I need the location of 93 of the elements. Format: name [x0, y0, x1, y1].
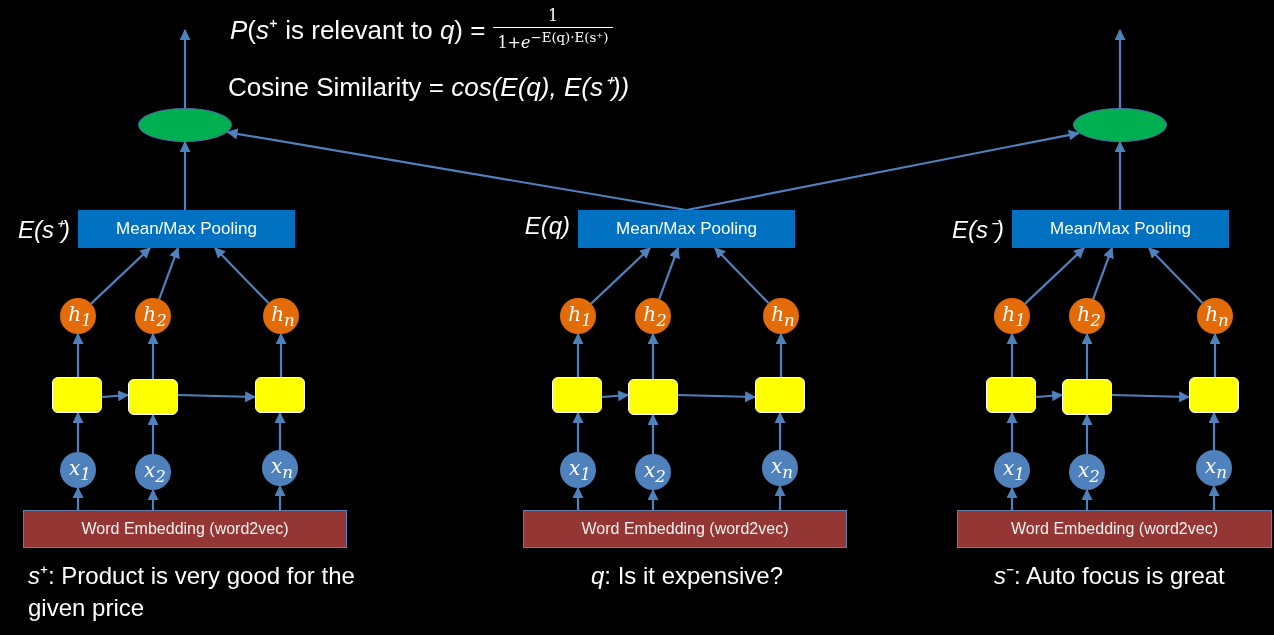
arrow	[72, 486, 84, 510]
probability-formula: P(s⁺ is relevant to q) =	[230, 14, 486, 48]
rnn-cell	[128, 379, 178, 415]
input-node: x$_{n}$	[262, 450, 298, 486]
arrow	[1035, 390, 1064, 402]
arrow	[572, 486, 584, 510]
arrow	[179, 28, 191, 108]
arrow	[1114, 28, 1126, 108]
arrow	[275, 332, 287, 377]
arrow	[90, 247, 151, 305]
hidden-state-node: h$_{1}$	[994, 298, 1030, 334]
pooling-box: Mean/Max Pooling	[78, 210, 295, 248]
embedding-label: E(s⁺)	[18, 215, 70, 245]
pooling-box: Mean/Max Pooling	[1012, 210, 1229, 248]
arrow	[72, 332, 84, 377]
input-node: x$_{2}$	[135, 454, 171, 490]
arrow	[1111, 391, 1191, 403]
similarity-node	[1073, 108, 1167, 142]
arrow	[601, 390, 630, 402]
embedding-box: Word Embedding (word2vec)	[23, 510, 347, 548]
arrow	[658, 246, 680, 300]
arrow	[177, 391, 257, 403]
arrow	[647, 413, 659, 454]
arrow	[1114, 140, 1126, 210]
arrow	[147, 332, 159, 379]
cosine-formula: Cosine Similarity = cos(E(q), E(s⁺))	[228, 71, 630, 104]
arrow	[274, 411, 286, 450]
arrow	[572, 411, 584, 452]
arrow	[714, 247, 770, 304]
rnn-cell	[1062, 379, 1112, 415]
similarity-node	[138, 108, 232, 142]
arrow	[1208, 411, 1220, 450]
arrow	[1081, 332, 1093, 379]
arrow	[1006, 332, 1018, 377]
arrow	[1006, 411, 1018, 452]
hidden-state-node: h$_{1}$	[60, 298, 96, 334]
rnn-cell	[255, 377, 305, 413]
arrow	[677, 391, 757, 403]
input-node: x$_{1}$	[60, 452, 96, 488]
arrow	[214, 247, 270, 304]
input-node: x$_{n}$	[762, 450, 798, 486]
embedding-box: Word Embedding (word2vec)	[523, 510, 847, 548]
rnn-cell	[552, 377, 602, 413]
rnn-cell	[1189, 377, 1239, 413]
pooling-box: Mean/Max Pooling	[578, 210, 795, 248]
hidden-state-node: h$_{2}$	[635, 298, 671, 334]
arrow	[1208, 484, 1220, 510]
input-node: x$_{2}$	[635, 454, 671, 490]
arrow	[147, 488, 159, 510]
arrow	[647, 488, 659, 510]
hidden-state-node: h$_{2}$	[135, 298, 171, 334]
embedding-box: Word Embedding (word2vec)	[957, 510, 1272, 548]
arrow	[1006, 486, 1018, 510]
rnn-cell	[986, 377, 1036, 413]
arrow	[774, 484, 786, 510]
hidden-state-node: h$_{n}$	[763, 298, 799, 334]
arrow	[647, 332, 659, 379]
arrow	[1081, 413, 1093, 454]
hidden-state-node: h$_{1}$	[560, 298, 596, 334]
arrow	[72, 411, 84, 452]
arrow	[775, 332, 787, 377]
input-node: x$_{2}$	[1069, 454, 1105, 490]
arrow	[572, 332, 584, 377]
arrow	[1148, 247, 1204, 304]
arrow	[590, 247, 651, 305]
arrow	[101, 390, 130, 402]
arrow	[147, 413, 159, 454]
sentence-text: s⁻: Auto focus is great	[994, 561, 1226, 591]
arrow	[179, 140, 191, 210]
input-node: x$_{1}$	[560, 452, 596, 488]
arrow	[1024, 247, 1085, 305]
hidden-state-node: h$_{n}$	[1197, 298, 1233, 334]
embedding-label: E(q)	[524, 212, 570, 240]
sentence-text: q: Is it expensive?	[589, 561, 785, 591]
input-node: x$_{1}$	[994, 452, 1030, 488]
fraction-denominator: 1+e$^{−E(q)·E(s⁺)}$	[496, 30, 610, 53]
rnn-cell	[755, 377, 805, 413]
arrow	[1092, 246, 1114, 300]
input-node: x$_{n}$	[1196, 450, 1232, 486]
arrow	[274, 484, 286, 510]
arrow	[158, 246, 180, 300]
arrow	[1081, 488, 1093, 510]
fraction-numerator: 1	[546, 6, 560, 25]
sentence-text: s⁺: Product is very good for the given price	[28, 561, 356, 624]
arrow	[226, 128, 687, 212]
hidden-state-node: h$_{n}$	[263, 298, 299, 334]
arrow	[686, 129, 1080, 212]
rnn-cell	[52, 377, 102, 413]
arrow	[774, 411, 786, 450]
arrow	[1209, 332, 1221, 377]
embedding-label: E(s⁻)	[952, 215, 1004, 245]
hidden-state-node: h$_{2}$	[1069, 298, 1105, 334]
rnn-cell	[628, 379, 678, 415]
